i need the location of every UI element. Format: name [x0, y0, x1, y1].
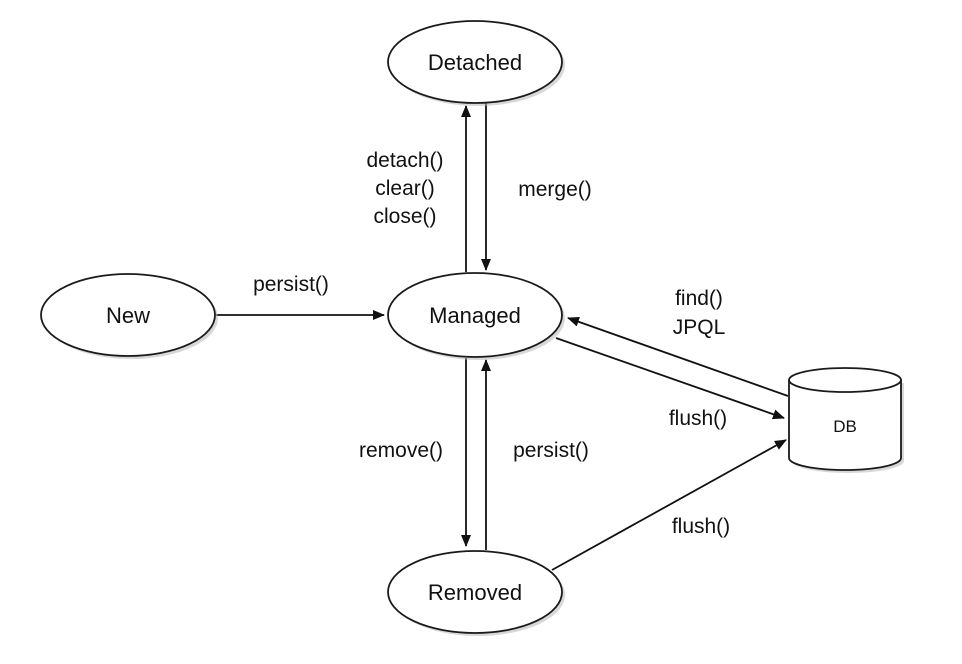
edge-label-jpql: JPQL [673, 316, 726, 339]
node-new-label: New [106, 303, 150, 328]
node-db-label: DB [833, 417, 857, 436]
node-managed: Managed [387, 272, 565, 360]
edge-label-clear: clear() [375, 177, 435, 200]
edge-label-flush-removed: flush() [672, 515, 730, 538]
node-managed-label: Managed [429, 303, 521, 328]
edge-managed-to-db [555, 337, 785, 420]
edge-label-find: find() [675, 287, 723, 310]
edge-label-persist-removed: persist() [513, 439, 589, 462]
edge-label-remove: remove() [359, 439, 443, 462]
db-cylinder-top [788, 367, 902, 393]
edge-removed-to-db [551, 439, 787, 571]
node-new: New [40, 273, 218, 359]
node-removed: Removed [387, 550, 565, 636]
edge-label-close: close() [373, 205, 436, 228]
node-detached-label: Detached [428, 50, 522, 75]
node-db: DB [788, 367, 904, 473]
edge-db-to-managed [567, 316, 789, 397]
edge-label-detach: detach() [366, 149, 443, 172]
edge-label-flush-managed: flush() [669, 407, 727, 430]
node-removed-label: Removed [428, 580, 522, 605]
edge-label-merge: merge() [518, 178, 592, 201]
edge-label-persist-new: persist() [253, 273, 329, 296]
node-detached: Detached [387, 20, 565, 106]
